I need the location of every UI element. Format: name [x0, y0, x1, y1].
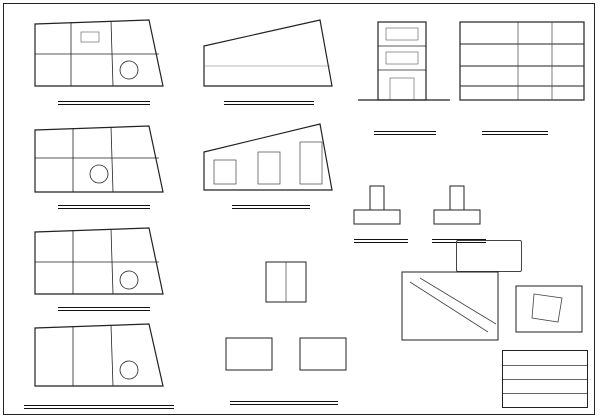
section-a-a-caption-line: [482, 126, 548, 135]
foundation-detail-m2-caption-line: [432, 234, 486, 243]
title-block: [502, 350, 588, 408]
location-plan: [400, 270, 500, 342]
septic-tank-caption-line: [230, 396, 338, 405]
floor-plan-2-caption-line: [58, 200, 150, 209]
floor-plan-1: [31, 18, 166, 90]
septic-tank-plan: [262, 258, 310, 306]
section-a-a: [456, 18, 588, 106]
foundation-detail-m1-caption-line: [354, 234, 408, 243]
foundation-detail-m2: [424, 182, 490, 230]
septic-tank-section-2: [296, 334, 350, 374]
approval-stamp: [456, 240, 522, 272]
floor-plan-2: [31, 124, 166, 196]
foundation-detail-m1: [344, 182, 410, 230]
roof-plan: [200, 18, 336, 90]
front-elevation: [356, 18, 452, 104]
septic-tank-section-1: [222, 334, 276, 374]
front-elevation-caption-line: [374, 126, 436, 135]
foundation-plan-caption-line: [232, 200, 310, 209]
floor-plan-1-caption-line: [58, 96, 150, 105]
floor-plan-3-caption-line: [58, 302, 150, 311]
roof-plan-caption-line: [224, 96, 314, 105]
foundation-plan: [200, 122, 336, 194]
floor-plan-4-caption-line: [24, 400, 174, 409]
floor-plan-3: [31, 226, 166, 298]
drawing-sheet: [3, 3, 595, 415]
site-plan: [514, 284, 584, 334]
floor-plan-4: [31, 322, 166, 390]
